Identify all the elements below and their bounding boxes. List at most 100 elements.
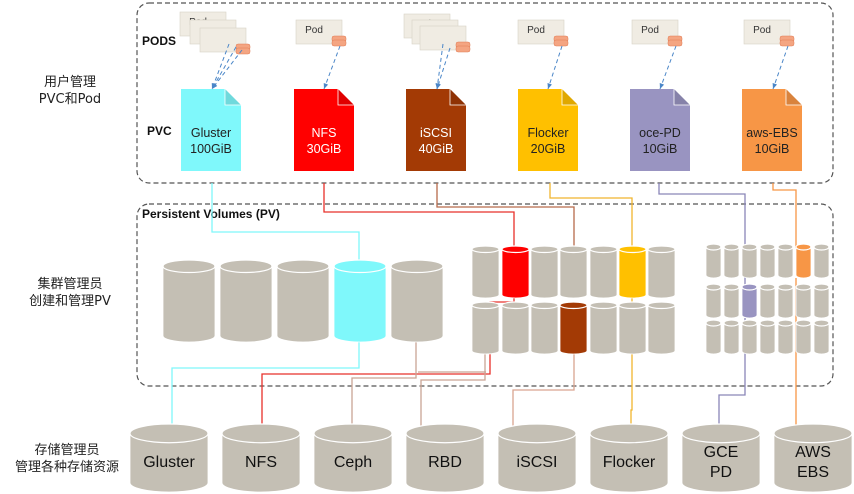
pv-cylinder-small <box>777 319 794 355</box>
cylinder-body <box>723 287 740 319</box>
cylinder-top <box>723 283 740 291</box>
cylinder-body <box>471 249 500 299</box>
connection-wire <box>420 352 486 428</box>
pvc-size: 40GiB <box>419 142 454 156</box>
pv-cylinder-small <box>723 319 740 355</box>
cylinder-body <box>681 433 761 493</box>
pod <box>199 27 251 55</box>
pv-cylinder-small <box>795 283 812 319</box>
pvc-name: aws-EBS <box>746 126 797 140</box>
pv-cylinder-large <box>162 259 216 343</box>
cylinder-top <box>559 245 588 254</box>
pv-cylinder-medium <box>471 301 500 355</box>
connection-wire <box>549 183 633 248</box>
pv-cylinder-medium <box>530 301 559 355</box>
cylinder-body <box>813 287 830 319</box>
pods-section-label: PODS <box>142 34 176 48</box>
pvc-documents: Gluster100GiBNFS30GiBiSCSI40GiBFlocker20… <box>181 89 802 171</box>
pod: Pod <box>743 19 795 47</box>
pv-cylinder-small <box>813 243 830 279</box>
arrowhead-icon <box>659 83 665 89</box>
connection-wires <box>171 183 797 428</box>
pv-cylinder-medium <box>530 245 559 299</box>
arrowhead-icon <box>323 83 329 89</box>
storage-label: iSCSI <box>517 454 558 471</box>
storage-label: NFS <box>245 454 277 471</box>
pvc-document-fold <box>673 89 690 106</box>
storage-ceph: Ceph <box>313 423 393 493</box>
cylinder-top <box>759 283 776 291</box>
cylinder-top <box>530 301 559 310</box>
cylinder-body <box>313 433 393 493</box>
cylinder-body <box>559 249 588 299</box>
cylinder-top <box>705 243 722 251</box>
pod-label: Pod <box>753 25 771 36</box>
pvc-name: Flocker <box>528 126 569 140</box>
cylinder-body <box>501 249 530 299</box>
cylinder-body <box>723 323 740 355</box>
cylinder-top <box>759 319 776 327</box>
pod: Pod <box>295 19 347 47</box>
pvc-section-label: PVC <box>147 124 172 138</box>
cylinder-top <box>813 319 830 327</box>
storage-label: RBD <box>428 454 462 471</box>
cylinder-body <box>759 323 776 355</box>
pv-cylinder-large <box>390 259 444 343</box>
cylinder-top <box>471 301 500 310</box>
pv-cylinder-small <box>777 283 794 319</box>
pv-cylinder-medium <box>559 301 588 355</box>
pv-cylinder-small <box>741 283 758 319</box>
pv-cylinder-small <box>759 319 776 355</box>
pod-pvc-binding-line <box>547 45 563 90</box>
cylinder-top <box>705 319 722 327</box>
pod-volume-icon <box>455 45 471 53</box>
cylinder-body <box>405 433 485 493</box>
cylinder-top <box>589 245 618 254</box>
cylinder-body <box>162 266 216 343</box>
cylinder-top <box>313 423 393 444</box>
cylinder-body <box>530 249 559 299</box>
pvc-aws-ebs: aws-EBS 10GiB <box>742 89 802 171</box>
pod-volume-icon <box>235 47 251 55</box>
cylinder-body <box>777 287 794 319</box>
storage-nfs: NFS <box>221 423 301 493</box>
pvc-document <box>630 89 690 171</box>
pod-label: Pod <box>305 25 323 36</box>
cylinder-top <box>618 301 647 310</box>
pvc-document <box>518 89 578 171</box>
cylinder-top <box>221 423 301 444</box>
section-frames: PODS PVC Persistent Volumes (PV) <box>136 2 834 387</box>
side-label-line: PVC和Pod <box>38 92 102 107</box>
pvc-size: 10GiB <box>755 142 790 156</box>
cylinder-top <box>162 259 216 274</box>
cylinder-top <box>813 243 830 251</box>
cylinder-body <box>333 266 387 343</box>
cylinder-top <box>741 319 758 327</box>
storage-flocker: Flocker <box>589 423 669 493</box>
cylinder-body <box>777 323 794 355</box>
pv-cylinder-small <box>723 283 740 319</box>
pv-cylinder-medium <box>618 301 647 355</box>
cylinder-body <box>589 305 618 355</box>
cylinder-body <box>471 305 500 355</box>
cylinder-top <box>777 283 794 291</box>
storage-label: Flocker <box>603 454 656 471</box>
pv-cylinder-medium <box>471 245 500 299</box>
connection-wire <box>512 352 575 428</box>
pv-cylinder-small <box>813 283 830 319</box>
storage-label: Gluster <box>143 454 195 471</box>
cylinder-body <box>559 305 588 355</box>
cylinder-top <box>647 301 676 310</box>
pvc-size: 30GiB <box>307 142 342 156</box>
cylinder-body <box>221 433 301 493</box>
pod <box>419 25 471 53</box>
pod-pvc-binding-line <box>436 47 451 90</box>
pv-cylinder-small <box>795 243 812 279</box>
cylinder-body <box>589 249 618 299</box>
pvc-document <box>294 89 354 171</box>
storage-label: Ceph <box>334 454 372 471</box>
